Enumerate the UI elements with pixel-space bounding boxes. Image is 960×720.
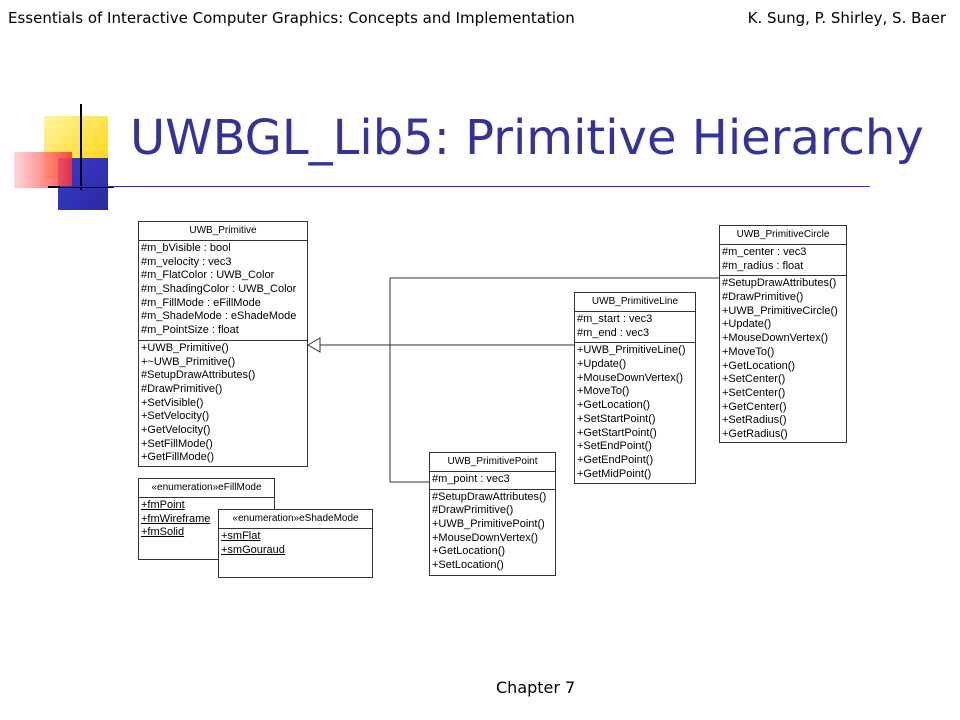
method: +UWB_PrimitiveCircle()	[722, 304, 838, 317]
enum-literal: +smGouraud	[221, 543, 285, 556]
method: +GetFillMode()	[141, 451, 215, 464]
method: #DrawPrimitive()	[722, 291, 804, 304]
attribute: #m_FillMode : eFillMode	[141, 296, 261, 309]
method: +MouseDownVertex()	[432, 531, 539, 544]
method: +UWB_Primitive()	[141, 341, 229, 354]
method: +SetStartPoint()	[577, 412, 656, 425]
class-uwb-primitivepoint: UWB_PrimitivePoint #m_point : vec3 #Setu…	[429, 452, 556, 576]
enum-literal: +fmSolid	[141, 526, 185, 539]
class-name: UWB_PrimitiveCircle	[720, 226, 846, 245]
class-name: UWB_Primitive	[139, 222, 307, 241]
enum-literal: +smFlat	[221, 530, 261, 542]
method: +GetRadius()	[722, 427, 788, 440]
enum-literals: +smFlat +smGouraud	[219, 529, 372, 559]
footer-chapter: Chapter 7	[496, 678, 576, 697]
method: +SetFillMode()	[141, 437, 213, 450]
method: +SetVelocity()	[141, 410, 210, 423]
enum-literals: +fmPoint +fmWireframe +fmSolid	[139, 498, 274, 542]
method: +MoveTo()	[722, 345, 775, 358]
enum-eshademode: «enumeration»eShadeMode +smFlat +smGoura…	[218, 509, 373, 578]
class-uwb-primitive: UWB_Primitive #m_bVisible : bool #m_velo…	[138, 221, 308, 467]
method: #SetupDrawAttributes()	[432, 490, 547, 503]
methods-section: #SetupDrawAttributes() #DrawPrimitive() …	[430, 490, 555, 575]
attribute: #m_velocity : vec3	[141, 255, 232, 268]
method: +GetMidPoint()	[577, 467, 652, 480]
method: #SetupDrawAttributes()	[722, 277, 837, 290]
method: #SetupDrawAttributes()	[141, 369, 256, 382]
method: +SetEndPoint()	[577, 440, 652, 453]
class-name: UWB_PrimitivePoint	[430, 453, 555, 472]
deco-red-square	[14, 152, 72, 188]
class-uwb-primitiveline: UWB_PrimitiveLine #m_start : vec3 #m_end…	[574, 292, 696, 484]
methods-section: #SetupDrawAttributes() #DrawPrimitive() …	[720, 276, 846, 443]
method: #DrawPrimitive()	[432, 504, 514, 517]
method: +SetCenter()	[722, 386, 786, 399]
attribute: #m_center : vec3	[722, 246, 807, 258]
attribute: #m_FlatColor : UWB_Color	[141, 269, 275, 282]
slide-title: UWBGL_Lib5: Primitive Hierarchy	[130, 110, 924, 166]
methods-section: +UWB_PrimitiveLine() +Update() +MouseDow…	[575, 343, 695, 483]
method: +GetLocation()	[432, 545, 506, 558]
header-course-title: Essentials of Interactive Computer Graph…	[8, 9, 575, 27]
method: +GetEndPoint()	[577, 453, 654, 466]
method: +MoveTo()	[577, 385, 630, 398]
method: #DrawPrimitive()	[141, 382, 223, 395]
deco-horizontal-line	[48, 186, 114, 188]
method: +GetVelocity()	[141, 423, 211, 436]
enum-literal: +fmWireframe	[141, 512, 211, 525]
attribute: #m_ShadingColor : UWB_Color	[141, 283, 297, 296]
methods-section: +UWB_Primitive() +~UWB_Primitive() #Setu…	[139, 341, 307, 467]
attribute: #m_end : vec3	[577, 326, 650, 339]
enum-name: «enumeration»eShadeMode	[219, 510, 372, 529]
method: +UWB_PrimitivePoint()	[432, 518, 545, 531]
method: +GetLocation()	[577, 399, 651, 412]
attribute: #m_PointSize : float	[141, 324, 239, 337]
attributes-section: #m_start : vec3 #m_end : vec3	[575, 312, 695, 344]
method: +GetCenter()	[722, 400, 787, 413]
method: +MouseDownVertex()	[577, 371, 684, 384]
class-name: UWB_PrimitiveLine	[575, 293, 695, 312]
method: +GetStartPoint()	[577, 426, 657, 439]
method: +UWB_PrimitiveLine()	[577, 344, 686, 357]
inheritance-arrowhead	[307, 337, 321, 353]
attribute: #m_ShadeMode : eShadeMode	[141, 310, 297, 323]
attribute: #m_bVisible : bool	[141, 242, 231, 254]
title-underline	[60, 186, 870, 187]
method: +SetCenter()	[722, 373, 786, 386]
attribute: #m_start : vec3	[577, 313, 653, 325]
enum-name: «enumeration»eFillMode	[139, 479, 274, 498]
class-uwb-primitivecircle: UWB_PrimitiveCircle #m_center : vec3 #m_…	[719, 225, 847, 443]
method: +Update()	[722, 318, 772, 331]
attributes-section: #m_bVisible : bool #m_velocity : vec3 #m…	[139, 241, 307, 341]
attribute: #m_point : vec3	[432, 473, 510, 485]
method: +Update()	[577, 358, 627, 371]
enum-literal: +fmPoint	[141, 499, 185, 511]
method: +SetLocation()	[432, 559, 504, 572]
method: +SetVisible()	[141, 396, 204, 409]
method: +MouseDownVertex()	[722, 332, 829, 345]
method: +SetRadius()	[722, 414, 787, 427]
attributes-section: #m_center : vec3 #m_radius : float	[720, 245, 846, 277]
attributes-section: #m_point : vec3	[430, 472, 555, 490]
deco-vertical-line	[80, 104, 82, 190]
header-authors: K. Sung, P. Shirley, S. Baer	[747, 9, 946, 27]
method: +GetLocation()	[722, 359, 796, 372]
method: +~UWB_Primitive()	[141, 355, 236, 368]
attribute: #m_radius : float	[722, 259, 804, 272]
